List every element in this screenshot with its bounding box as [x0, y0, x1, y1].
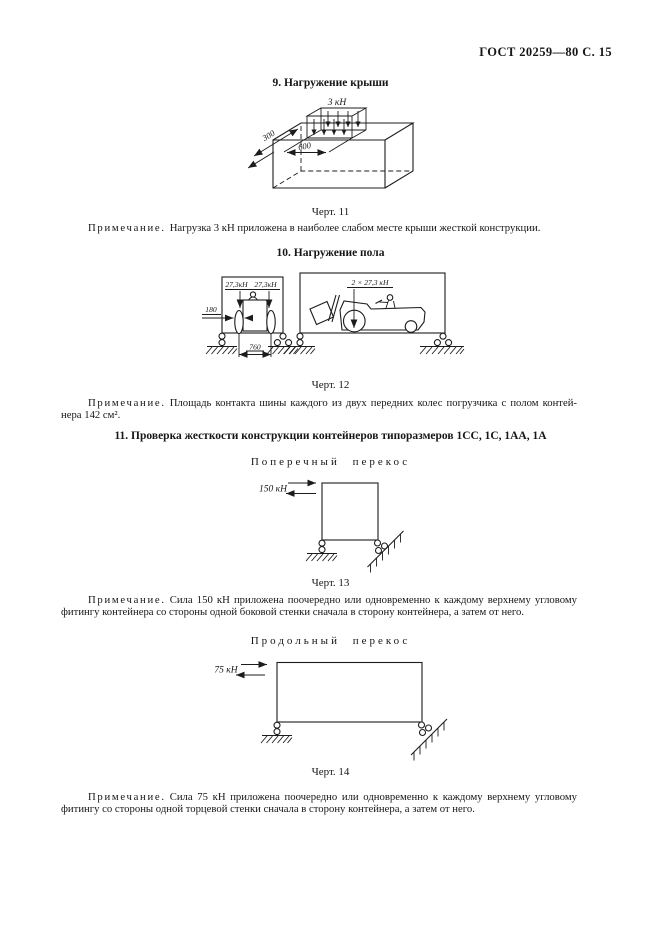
roller-support [296, 332, 304, 347]
dim-tire-label: 180 [205, 305, 217, 314]
note-text: Сила 75 кН приложена поочередно или одно… [169, 791, 577, 803]
figure-11-roof-loading-drawing: 3 кН 300 600 [248, 98, 415, 189]
roller-support [273, 332, 293, 347]
roller-support [218, 332, 226, 347]
forklift-side [309, 294, 426, 333]
container-box [272, 122, 415, 189]
longitudinal-skew-subheading: Продольный перекос [250, 635, 411, 647]
dim-track-label: 760 [249, 343, 261, 352]
ground-hatch [266, 345, 299, 355]
ground-hatch [260, 734, 293, 744]
note-figure-12: Примечание.Площадь контакта шины каждого… [61, 397, 577, 422]
section-10-heading: 10. Нагружение пола [276, 247, 385, 259]
roller-support [373, 539, 389, 555]
note-text: Площадь контакта шины каждого из двух пе… [169, 397, 577, 409]
wheel-force-left-label: 27,3кН [225, 280, 248, 289]
ground-hatch [419, 345, 465, 355]
note-figure-14: Примечание.Сила 75 кН приложена поочеред… [61, 791, 577, 816]
note-text: фитингу контейнера со стороны одной боко… [61, 606, 525, 619]
transverse-skew-subheading: Поперечный перекос [250, 456, 411, 468]
roller-support [417, 721, 433, 737]
figure-11-caption: Черт. 11 [311, 206, 350, 218]
page-header: ГОСТ 20259—80 С. 15 [479, 45, 612, 59]
section-9-heading: 9. Нагружение крыши [272, 77, 389, 89]
note-label: Примечание. [88, 594, 166, 606]
dimension-600: 600 [283, 137, 353, 156]
note-text: Сила 150 кН приложена поочередно или одн… [169, 594, 577, 606]
side-force-label: 2 × 27,3 кН [352, 278, 389, 287]
inclined-ground-hatch [366, 530, 405, 574]
roller-support [273, 721, 281, 736]
dimension-180: 180 [202, 305, 253, 322]
note-label: Примечание. [88, 397, 166, 409]
note-label: Примечание. [88, 791, 166, 803]
wheel-force-right-label: 27,3кН [254, 280, 277, 289]
note-label: Примечание. [88, 222, 166, 234]
figure-14-caption: Черт. 14 [311, 766, 350, 778]
force-label: 150 кН [259, 485, 288, 495]
dimension-760: 760 [238, 334, 272, 358]
ground-hatch [305, 552, 338, 562]
roller-support [318, 539, 326, 554]
note-text: Нагрузка 3 кН приложена в наиболее слабо… [169, 222, 541, 234]
roller-support [433, 332, 453, 347]
section-11-heading: 11. Проверка жесткости конструкции конте… [114, 430, 547, 442]
note-figure-11: Примечание.Нагрузка 3 кН приложена в наи… [61, 222, 577, 234]
note-text: нера 142 см². [61, 409, 121, 422]
note-text: фитингу со стороны одной торцевой стенки… [61, 803, 475, 816]
container-frame [321, 482, 379, 541]
side-view: 2 × 27,3 кН [283, 272, 465, 355]
force-label: 3 кН [327, 98, 348, 108]
note-figure-13: Примечание.Сила 150 кН приложена поочере… [61, 594, 577, 619]
dim-depth-label: 300 [260, 127, 278, 143]
figure-14-longitudinal-skew-drawing: 75 кН [214, 661, 448, 762]
force-label: 75 кН [214, 666, 238, 676]
figure-13-caption: Черт. 13 [311, 577, 350, 589]
figure-12-floor-loading-drawing: 27,3кН 27,3кН 180 760 [202, 272, 465, 358]
front-view: 27,3кН 27,3кН 180 760 [202, 276, 299, 358]
ground-hatch [205, 345, 238, 355]
dim-width-label: 600 [297, 140, 312, 152]
forklift-front [234, 291, 276, 335]
load-arrows [311, 111, 361, 135]
figure-12-caption: Черт. 12 [311, 379, 350, 391]
container-frame [276, 661, 423, 723]
figure-13-transverse-skew-drawing: 150 кН [259, 479, 405, 574]
